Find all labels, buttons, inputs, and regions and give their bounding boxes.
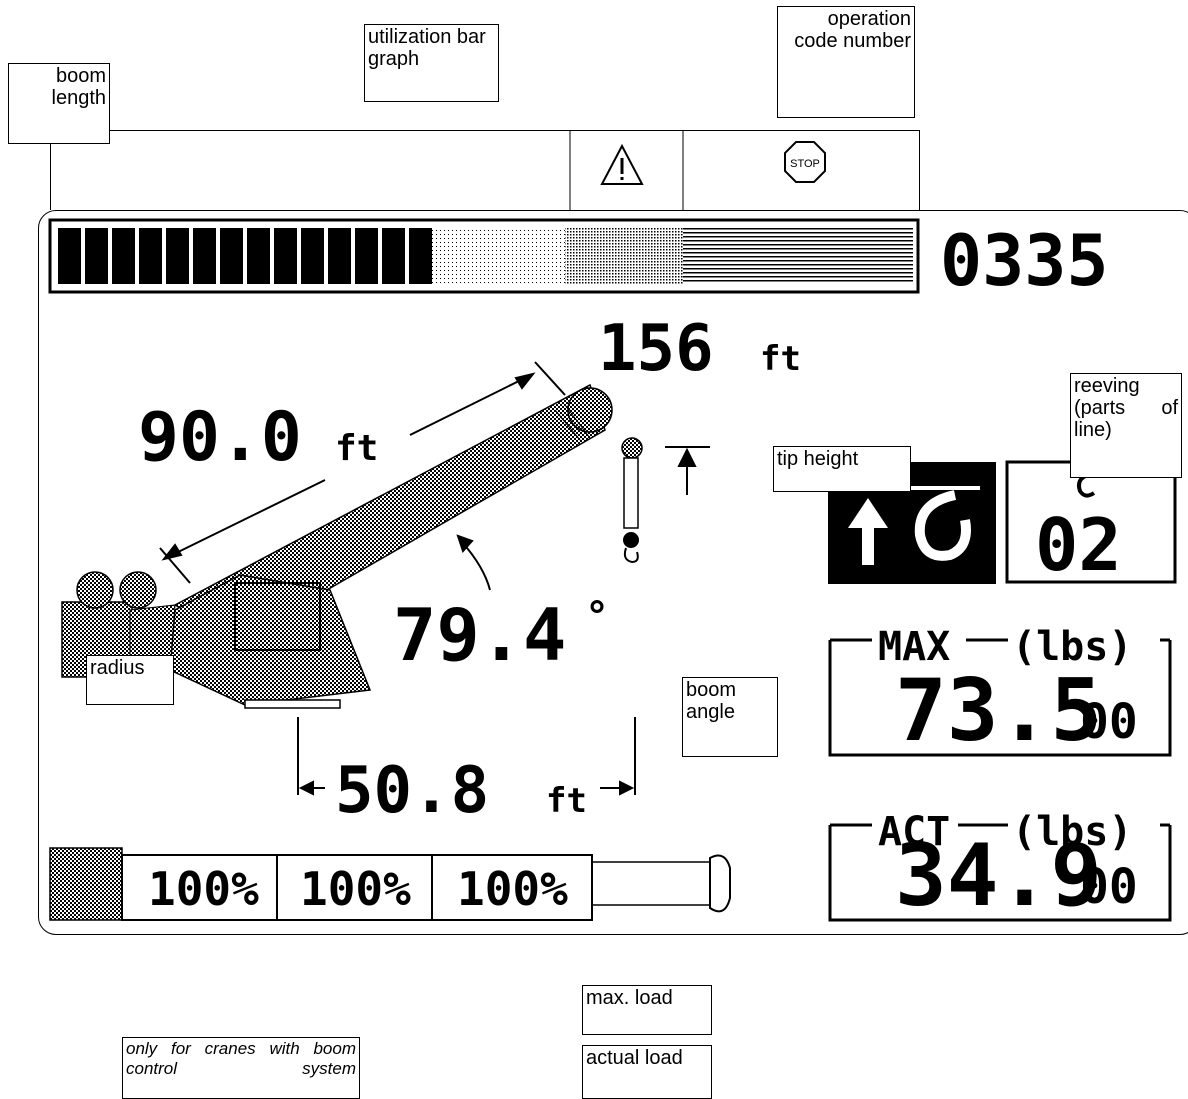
lcd-screen <box>38 210 1188 935</box>
callout-reeving: reeving (parts of line) <box>1070 373 1182 478</box>
callout-boom-angle: boom angle <box>682 677 778 757</box>
radius-value: 50.8 <box>335 754 489 828</box>
utilization-segment <box>382 228 405 284</box>
max-value-main: 73.5 <box>895 661 1102 761</box>
tip-height-value: 156 <box>598 312 714 386</box>
callout-radius: radius <box>86 655 174 705</box>
stop-sign-label: STOP <box>790 158 820 170</box>
max-load-box: MAX (lbs) 73.5 00 <box>828 624 1172 761</box>
boom-sections: 100% 100% 100% <box>49 847 731 921</box>
callout-boom-length: boom length <box>8 63 110 144</box>
utilization-segment <box>85 228 108 284</box>
max-value-small: 00 <box>1080 694 1138 750</box>
reeving-box: 02 <box>1005 460 1177 587</box>
callout-tip-height: tip height <box>773 446 911 492</box>
utilization-segment <box>328 228 351 284</box>
operation-code-value: 0335 <box>940 220 1109 302</box>
radius-unit: ft <box>546 781 587 821</box>
callout-operation-code-number: operation code number <box>777 6 915 118</box>
indicator-strip <box>50 130 920 210</box>
max-unit: (lbs) <box>1012 624 1132 670</box>
boom-section-2: 100% <box>300 862 411 916</box>
utilization-segment <box>166 228 189 284</box>
callout-boom-control-note: only for cranes with boom control system <box>122 1037 360 1099</box>
reeving-value: 02 <box>1035 503 1122 587</box>
utilization-segment <box>112 228 135 284</box>
act-label: ACT <box>878 809 950 855</box>
utilization-segment <box>220 228 243 284</box>
utilization-fill <box>58 228 432 284</box>
boom-angle-unit: ° <box>585 594 609 640</box>
callout-max-load: max. load <box>582 985 712 1035</box>
boom-length-unit: ft <box>335 428 378 469</box>
utilization-segment <box>247 228 270 284</box>
callout-utilization-bar-graph: utilization bar graph <box>364 24 499 102</box>
boom-angle-value: 79.4 <box>393 593 566 677</box>
utilization-segment <box>58 228 81 284</box>
stop-sign-icon: STOP <box>784 141 826 183</box>
act-unit: (lbs) <box>1012 809 1132 855</box>
utilization-segment <box>274 228 297 284</box>
actual-load-box: ACT (lbs) 34.9 00 <box>828 809 1172 926</box>
warning-triangle-icon <box>600 143 644 185</box>
utilization-segment <box>193 228 216 284</box>
max-label: MAX <box>878 624 950 670</box>
utilization-bar <box>48 218 920 294</box>
radius-dimension <box>297 717 636 796</box>
utilization-segment <box>301 228 324 284</box>
tip-height-unit: ft <box>760 339 801 379</box>
boom-angle-arc <box>456 534 491 591</box>
boom-section-1: 100% <box>148 862 259 916</box>
tip-height-arrow <box>665 446 710 495</box>
utilization-segment <box>409 228 432 284</box>
act-value-small: 00 <box>1080 859 1138 915</box>
crane-illustration <box>61 383 643 709</box>
callout-actual-load: actual load <box>582 1045 712 1099</box>
act-value-main: 34.9 <box>895 826 1102 926</box>
boom-section-3: 100% <box>457 862 568 916</box>
utilization-segment <box>355 228 378 284</box>
boom-length-value: 90.0 <box>138 398 302 477</box>
boom-length-arrow <box>159 361 566 584</box>
utilization-segment <box>139 228 162 284</box>
